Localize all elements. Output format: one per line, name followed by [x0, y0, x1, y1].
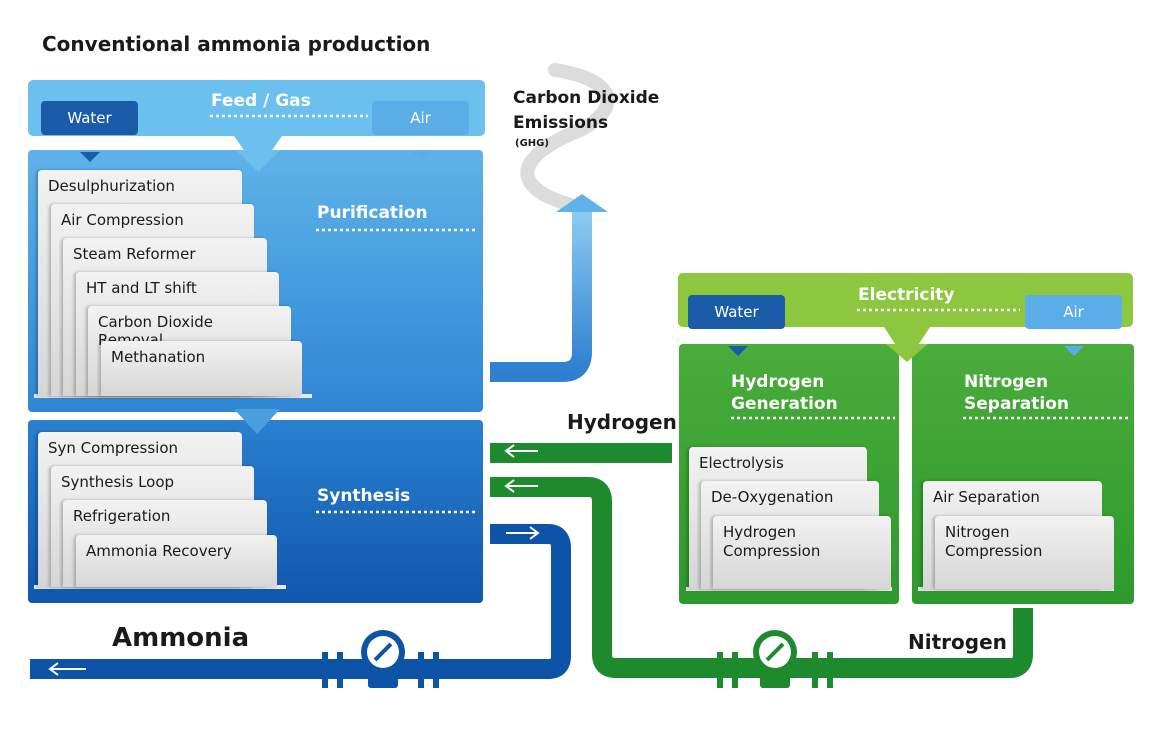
co2-label-line1: Carbon Dioxide [513, 88, 660, 108]
purification-to-synthesis-pointer [234, 409, 280, 434]
ammonia-pipe [30, 524, 571, 679]
feed-air-pill: Air [372, 101, 469, 135]
synthesis-label: Synthesis [317, 486, 411, 506]
co2-ghg-label: (GHG) [515, 138, 549, 149]
co2-pipe [490, 212, 592, 382]
purification-label: Purification [317, 203, 428, 223]
feed-gas-label: Feed / Gas [211, 91, 311, 111]
nitrogen-flow-meter [713, 630, 837, 688]
hydrogen-pipe [490, 443, 672, 463]
co2-arrowhead [556, 194, 608, 212]
electricity-water-pill: Water [688, 295, 785, 329]
co2-smoke [520, 63, 615, 217]
feed-banner [28, 80, 485, 136]
hydrogen-flow-label: Hydrogen [567, 410, 677, 434]
electricity-banner [678, 273, 1133, 327]
page-title: Conventional ammonia production [42, 32, 431, 56]
ammonia-flow-meter [318, 630, 443, 688]
co2-label-line2: Emissions [513, 113, 609, 133]
electricity-label: Electricity [858, 285, 955, 305]
nitrogen-flow-label: Nitrogen [908, 630, 1007, 654]
feed-water-pill: Water [41, 101, 138, 135]
step-ammonia-recovery: Ammonia Recovery [76, 535, 277, 587]
step-methanation: Methanation [101, 341, 302, 396]
nitrogen-pipe [490, 477, 1033, 678]
ammonia-flow-label: Ammonia [112, 623, 250, 653]
electricity-air-pill: Air [1025, 295, 1122, 329]
